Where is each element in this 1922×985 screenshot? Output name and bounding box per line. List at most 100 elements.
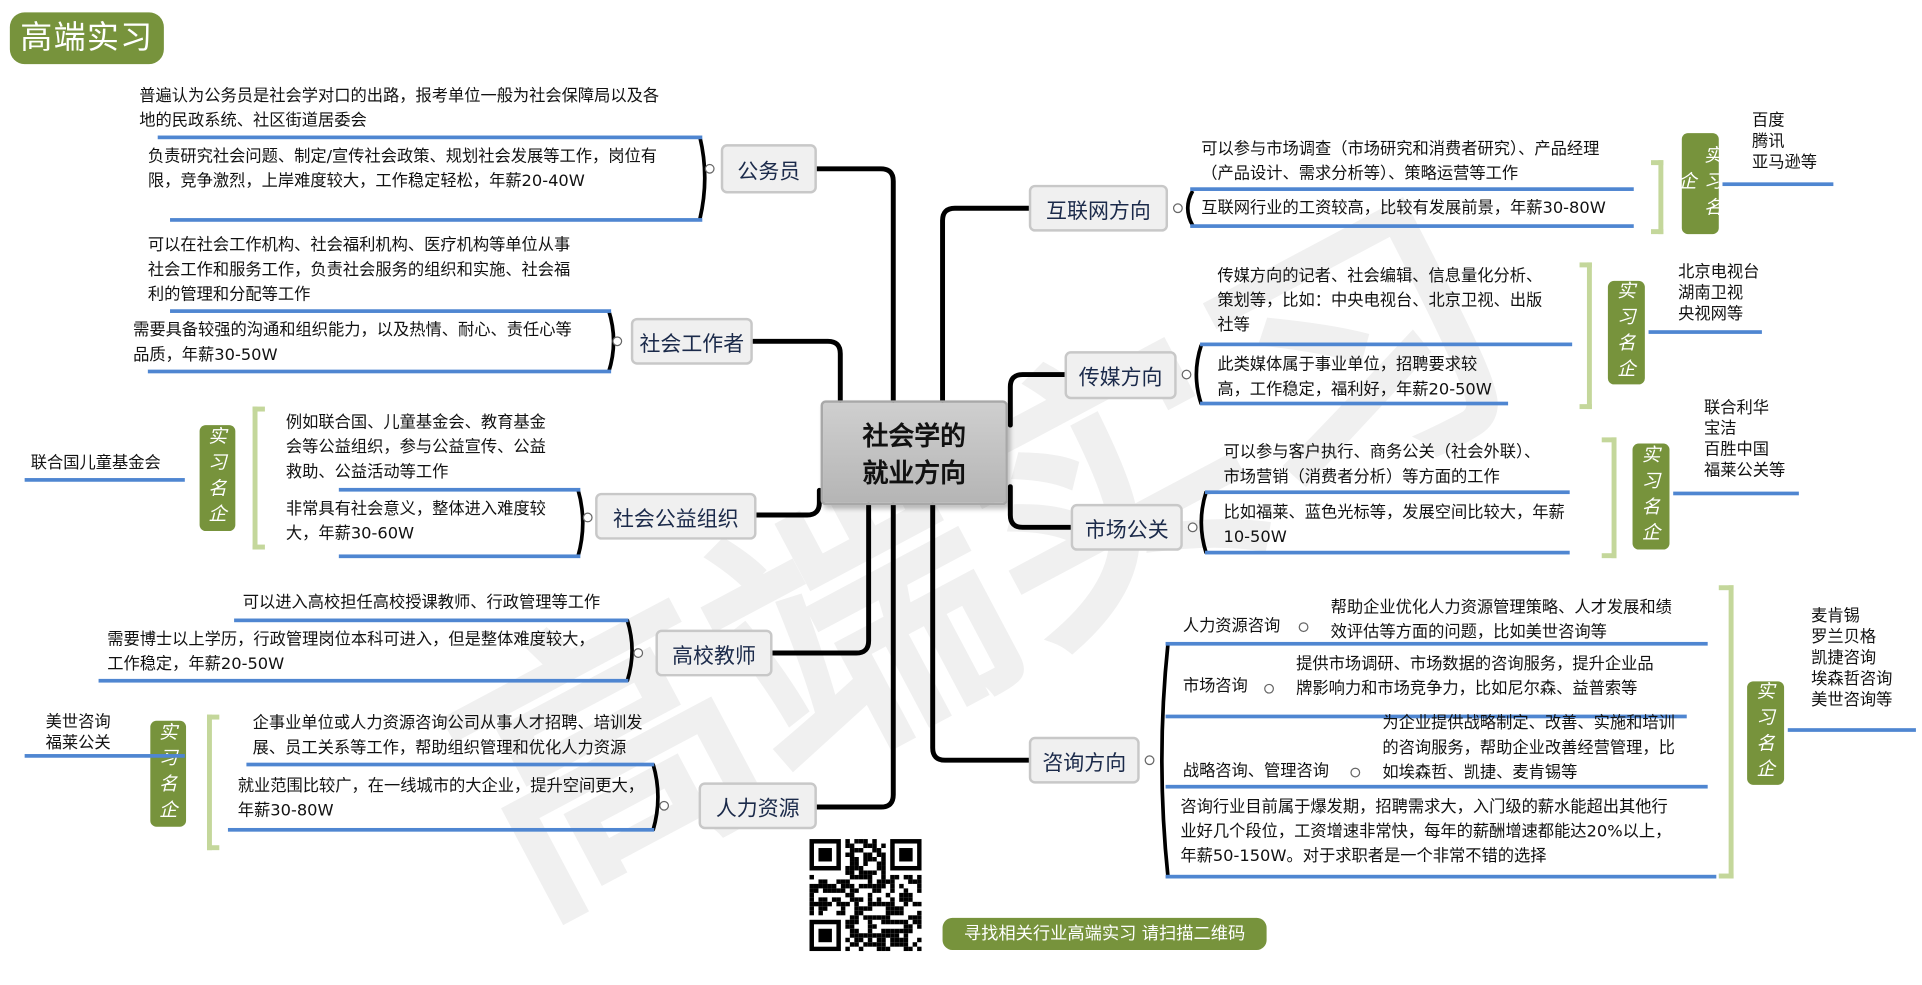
collapse-toggle[interactable] <box>1181 369 1192 380</box>
company-bracket <box>252 406 265 550</box>
note-text: 可以参与市场调查（市场研究和消费者研究）、产品经理 （产品设计、需求分析等）、策… <box>1201 140 1600 184</box>
collapse-toggle[interactable] <box>1187 522 1198 533</box>
connector-renli <box>814 502 896 810</box>
connector-media <box>1007 372 1067 428</box>
topic-internet[interactable]: 互联网方向 <box>1028 184 1169 232</box>
divider <box>338 487 581 492</box>
topic-hr[interactable]: 人力资源 <box>698 782 817 830</box>
note-text: 提供市场调研、市场数据的咨询服务，提升企业品 牌影响力和市场竞争力，比如尼尔森、… <box>1296 655 1654 699</box>
divider <box>24 478 185 482</box>
note-text: 传媒方向的记者、社会编辑、信息量化分析、 策划等，比如：中央电视台、北京卫视、出… <box>1217 267 1543 336</box>
divider <box>1204 490 1570 495</box>
connector-gaoxiao <box>770 502 872 656</box>
logo-badge: 高端实习 <box>9 12 164 65</box>
collapse-toggle[interactable] <box>1264 683 1274 694</box>
note-text: 需要具备较强的沟通和组织能力，以及热情、耐心、责任心等 品质，年薪30-50W <box>133 321 572 365</box>
divider <box>1200 401 1509 406</box>
note-text: 此类媒体属于事业单位，招聘要求较 高，工作稳定，福利好，年薪20-50W <box>1217 356 1492 400</box>
connector-pr <box>1007 484 1074 530</box>
connector-consult <box>930 502 1032 763</box>
collapse-toggle[interactable] <box>1144 755 1155 766</box>
company-list: 北京电视台 湖南卫视 央视网等 <box>1678 263 1760 325</box>
note-text: 例如联合国、儿童基金会、教育基金 会等公益组织，参与公益宣传、公益 救助、公益活… <box>285 413 546 482</box>
divider <box>170 218 703 222</box>
note-text: 负责研究社会问题、制定/宣传社会政策、规划社会发展等工作，岗位有 限，竞争激烈，… <box>147 147 658 191</box>
divider <box>246 762 655 767</box>
company-bracket <box>1718 585 1734 879</box>
divider <box>1165 874 1717 879</box>
connector-gongwuyuan <box>814 166 896 403</box>
divider <box>147 369 612 374</box>
divider <box>234 618 629 623</box>
divider <box>338 554 581 559</box>
company-list: 百度 腾讯 亚马逊等 <box>1752 112 1818 173</box>
company-label: 实习名企 <box>1676 133 1724 235</box>
note-text: 帮助企业优化人力资源管理策略、人才发展和绩 效评估等方面的问题，比如美世咨询等 <box>1330 598 1672 642</box>
topic-social-worker[interactable]: 社会工作者 <box>630 317 753 365</box>
qr-scan-banner[interactable]: 寻找相关行业高端实习 请扫描二维码 <box>942 917 1267 950</box>
company-label: 实习名企 <box>1607 280 1645 385</box>
topic-pr[interactable]: 市场公关 <box>1070 503 1183 551</box>
subtopic-strategy-consulting[interactable]: 战略咨询、管理咨询 <box>1182 762 1330 782</box>
connector-internet <box>940 205 1032 403</box>
divider <box>98 678 629 683</box>
divider <box>1787 728 1916 732</box>
company-label: 实习名企 <box>1747 681 1785 785</box>
topic-media[interactable]: 传媒方向 <box>1064 351 1177 400</box>
company-bracket <box>1579 262 1592 410</box>
divider <box>24 754 185 758</box>
collapse-toggle[interactable] <box>659 800 670 811</box>
note-text: 咨询行业目前属于爆发期，招聘需求大，入门级的薪水能超出其他行 业好几个段位，工资… <box>1180 798 1672 867</box>
note-text: 就业范围比较广，在一线城市的大企业，提升空间更大， 年薪30-80W <box>237 777 645 821</box>
company-list: 联合利华 宝洁 百胜中国 福莱公关等 <box>1703 399 1786 481</box>
subtopic-market-consulting[interactable]: 市场咨询 <box>1182 677 1248 697</box>
topic-university-teacher[interactable]: 高校教师 <box>655 629 773 677</box>
topic-consulting[interactable]: 咨询方向 <box>1028 736 1140 784</box>
divider <box>1204 550 1570 555</box>
note-text: 为企业提供战略制定、改善、实施和培训 的咨询服务，帮助企业改善经营管理，比 如埃… <box>1382 714 1675 783</box>
collapse-toggle[interactable] <box>612 336 623 347</box>
divider <box>1190 224 1634 228</box>
connectors <box>576 136 1208 878</box>
note-text: 互联网行业的工资较高，比较有发展前景，年薪30-80W <box>1201 199 1606 219</box>
divider <box>1165 784 1708 789</box>
company-list: 麦肯锡 罗兰贝格 凯捷咨询 埃森哲咨询 美世咨询等 <box>1811 607 1893 710</box>
collapse-toggle[interactable] <box>582 512 593 523</box>
subtopic-hr-consulting[interactable]: 人力资源咨询 <box>1182 617 1281 636</box>
central-topic[interactable]: 社会学的 就业方向 <box>820 400 1008 506</box>
company-bracket <box>1601 437 1617 559</box>
note-text: 可以在社会工作机构、社会福利机构、医疗机构等单位从事 社会工作和服务工作，负责社… <box>147 236 571 305</box>
collapse-toggle[interactable] <box>704 163 715 174</box>
qr-code-icon[interactable] <box>809 839 922 952</box>
topic-nonprofit[interactable]: 社会公益组织 <box>595 492 757 540</box>
note-text: 可以进入高校担任高校授课教师、行政管理等工作 <box>242 593 601 613</box>
note-text: 企事业单位或人力资源咨询公司从事人才招聘、培训发 展、员工关系等工作，帮助组织管… <box>252 714 643 758</box>
divider <box>1648 330 1762 334</box>
collapse-toggle[interactable] <box>1298 622 1309 633</box>
note-text: 非常具有社会意义，整体进入难度较 大，年薪30-60W <box>285 500 546 544</box>
divider <box>170 309 612 313</box>
collapse-toggle[interactable] <box>1172 203 1183 214</box>
topic-civil-servant[interactable]: 公务员 <box>720 144 817 194</box>
divider <box>1673 491 1799 496</box>
company-label: 实习名企 <box>199 425 236 532</box>
company-list: 联合国儿童基金会 <box>30 454 161 474</box>
divider <box>1200 342 1573 347</box>
note-text: 需要博士以上学历，行政管理岗位本科可进入，但是整体难度较大， 工作稳定，年薪20… <box>107 630 595 674</box>
connector-shegong <box>750 338 843 403</box>
divider <box>1190 187 1634 191</box>
mindmap-canvas: 高端实习 高端实习 社会学的 就业方向 公务员 普遍认为公务员 <box>9 12 1916 972</box>
company-list: 美世咨询 福莱公关 <box>45 713 111 753</box>
note-text: 可以参与客户执行、商务公关（社会外联）、 市场营销（消费者分析）等方面的工作 <box>1223 443 1541 487</box>
collapse-toggle[interactable] <box>1350 767 1361 778</box>
divider <box>1165 641 1708 646</box>
note-text: 比如福莱、蓝色光标等，发展空间比较大，年薪 10-50W <box>1223 503 1565 548</box>
company-bracket <box>206 714 220 851</box>
connector-gongyi <box>754 487 822 518</box>
company-label: 实习名企 <box>150 720 187 827</box>
company-bracket <box>1651 160 1664 235</box>
collapse-toggle[interactable] <box>633 648 644 658</box>
divider <box>227 827 655 832</box>
note-text: 普遍认为公务员是社会学对口的出路，报考单位一般为社会保障局以及各 地的民政系统、… <box>139 87 660 131</box>
divider <box>157 135 703 140</box>
